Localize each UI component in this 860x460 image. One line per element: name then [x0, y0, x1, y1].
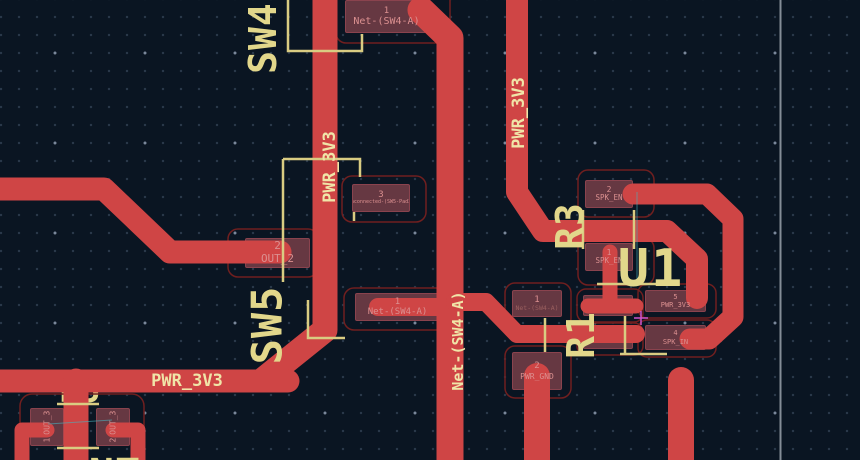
- component-ref-nt[interactable]: NT: [89, 450, 142, 460]
- component-ref-r3[interactable]: R3: [548, 202, 592, 250]
- silkscreen-lines: [57, 0, 667, 450]
- trace-out2[interactable]: [0, 177, 292, 264]
- ratsnest-lines: [47, 192, 638, 425]
- pad-sw5-3[interactable]: 3 unconnected-(SW5-Pad3): [352, 184, 410, 212]
- pad-r1-1[interactable]: 1 Net-(SW4-A): [512, 290, 562, 317]
- trace-pwr3v3-left-vertical[interactable]: [251, 0, 338, 392]
- net-label-pwr3v3-right[interactable]: PWR_3V3: [509, 77, 529, 149]
- trace-net-sw4a-branch[interactable]: [446, 293, 645, 343]
- net-label-pwr3v3-bottom[interactable]: PWR_3V3: [151, 371, 223, 391]
- net-label-net-sw4-a[interactable]: Net-(SW4-A): [449, 291, 467, 391]
- anchor-cross-icon: [634, 311, 648, 325]
- trace-pwr3v3-right[interactable]: [506, 0, 708, 309]
- component-ref-sw5[interactable]: SW5: [242, 285, 292, 365]
- pad-sw5-1[interactable]: 1 Net-(SW4-A): [355, 293, 440, 321]
- trace-spk-loop[interactable]: [622, 183, 744, 350]
- pad-r3-2[interactable]: 2 SPK_EN: [585, 180, 633, 208]
- trace-out3-right[interactable]: [105, 422, 146, 460]
- net-label-pwr3v3-left[interactable]: PWR_3V3: [320, 131, 340, 203]
- trace-out3-left[interactable]: [14, 422, 55, 460]
- component-ref-u1[interactable]: U1: [617, 239, 685, 299]
- component-ref-r1[interactable]: R1: [559, 311, 603, 359]
- trace-net-sw4a-vertical[interactable]: [407, 0, 464, 460]
- component-ref-sw4[interactable]: SW4: [241, 2, 285, 74]
